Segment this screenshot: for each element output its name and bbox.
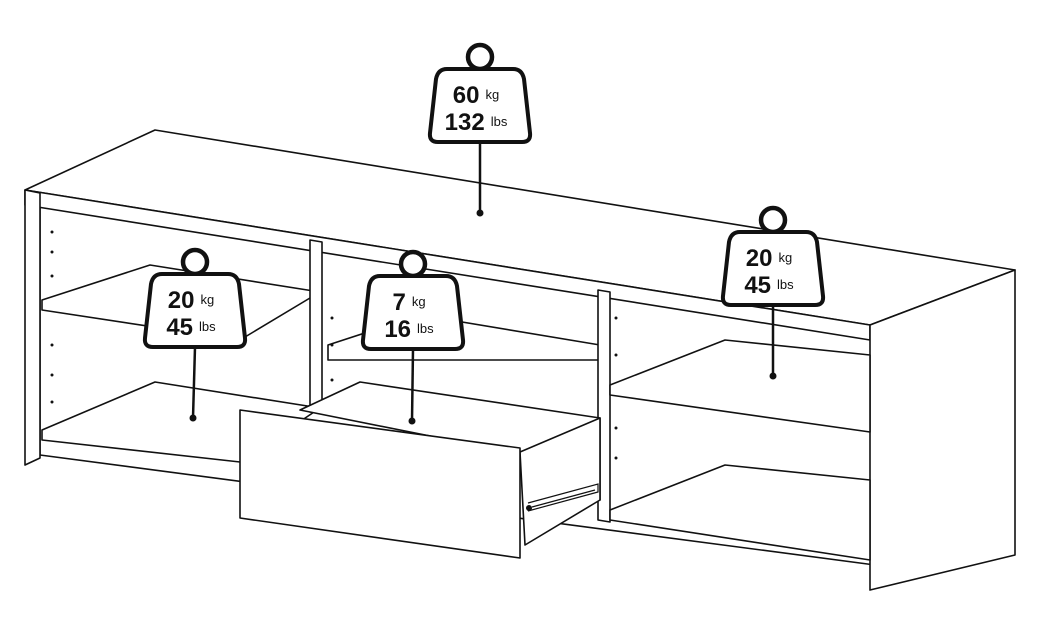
weight-text-row: 16 lbs <box>384 316 434 343</box>
tv-bench-drawing <box>24 129 1016 591</box>
weight-ring-icon <box>465 42 495 72</box>
weight-ring-icon <box>398 249 428 279</box>
weight-unit: lbs <box>777 277 794 292</box>
left-side-panel <box>24 189 41 466</box>
weight-value: 16 <box>384 316 411 343</box>
weight-text-row: 20 kg <box>168 287 214 314</box>
weight-unit: kg <box>778 250 792 265</box>
drawer-front <box>239 409 521 559</box>
weight-unit: kg <box>200 292 214 307</box>
weight-value: 20 <box>168 287 195 314</box>
weight-ring-icon <box>180 247 210 277</box>
drawer-side <box>519 417 601 546</box>
weight-value: 45 <box>744 272 771 299</box>
weight-text-row: 20 kg <box>746 245 792 272</box>
weight-unit: lbs <box>491 114 508 129</box>
weight-text-row: 45 lbs <box>744 272 794 299</box>
leader-line <box>191 346 197 419</box>
right-lower-shelf <box>609 464 871 561</box>
weight-unit: kg <box>485 87 499 102</box>
drawer-runner <box>526 483 599 512</box>
leader-dot <box>189 414 197 422</box>
weight-text-row: 7 kg <box>392 289 425 316</box>
weight-icon <box>360 274 466 351</box>
weight-unit: kg <box>412 294 426 309</box>
weight-unit: lbs <box>199 319 216 334</box>
leader-dot <box>769 372 777 380</box>
weight-icon <box>720 230 826 307</box>
leader-dot <box>408 417 416 425</box>
right-side-panel <box>869 269 1016 591</box>
weight-text-row: 45 lbs <box>166 314 216 341</box>
weight-ring-icon <box>758 205 788 235</box>
weight-icon <box>427 67 533 144</box>
weight-icon <box>142 272 248 349</box>
right-upper-shelf <box>609 339 871 433</box>
weight-label-left-shelf: 20 kg 45 lbs <box>142 247 248 422</box>
weight-unit: lbs <box>417 321 434 336</box>
weight-value: 45 <box>166 314 193 341</box>
weight-value: 132 <box>445 109 485 136</box>
weight-value: 60 <box>453 82 480 109</box>
leader-line <box>410 348 415 422</box>
weight-text-row: 60 kg <box>453 82 499 109</box>
weight-value: 7 <box>392 289 405 316</box>
divider-left <box>309 239 323 413</box>
shelf-pin-holes <box>50 230 618 460</box>
leader-dot <box>476 209 484 217</box>
weight-value: 20 <box>746 245 773 272</box>
weight-label-right-shelf: 20 kg 45 lbs <box>720 205 826 380</box>
weight-text-row: 132 lbs <box>445 109 508 136</box>
